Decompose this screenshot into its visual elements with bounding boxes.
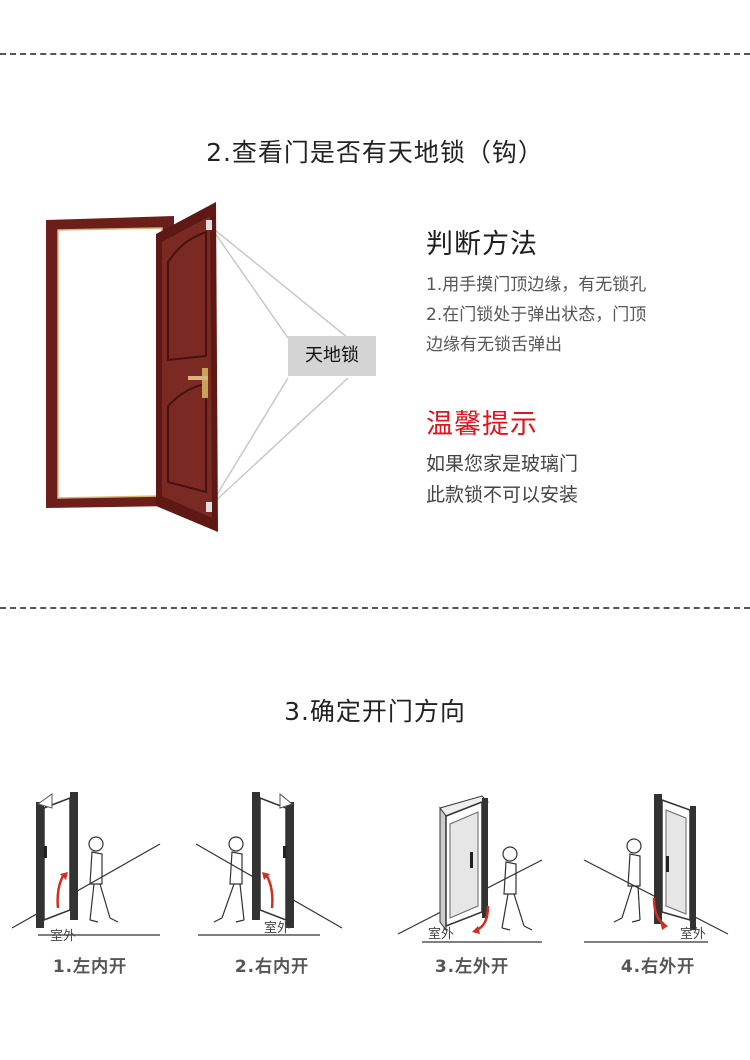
tip-text: 如果您家是玻璃门 此款锁不可以安装 (426, 449, 726, 511)
divider-top (0, 53, 750, 55)
outside-label: 室外 (50, 929, 77, 944)
door-illustration (46, 202, 349, 532)
door-handle-plate (202, 368, 208, 398)
method-line: 1.用手摸门顶边缘，有无锁孔 (426, 275, 647, 295)
outside-label: 室外 (264, 921, 291, 936)
door-direction-diagram (397, 795, 543, 943)
door-opening (57, 227, 163, 499)
door-leaf-face (162, 216, 212, 518)
section2-title: 2.查看门是否有天地锁（钩） (206, 138, 544, 167)
section3-title: 3.确定开门方向 (284, 697, 466, 726)
option-label: 1.左内开 (52, 957, 128, 977)
door-upper-panel (167, 230, 207, 362)
option-label: 4.右外开 (620, 957, 696, 977)
lock-label: 天地锁 (288, 336, 376, 376)
door-direction-diagram (583, 794, 729, 943)
door-direction-left-inward: 室外 1.左内开 (10, 780, 170, 980)
door-direction-diagram (11, 792, 161, 936)
method-text: 1.用手摸门顶边缘，有无锁孔 2.在门锁处于弹出状态，门顶 边缘有无锁舌弹出 (426, 270, 726, 360)
outside-label: 室外 (428, 927, 455, 942)
top-lock-marker (206, 220, 212, 230)
door-direction-diagram (195, 792, 343, 936)
method-line: 边缘有无锁舌弹出 (426, 335, 562, 355)
tip-line: 如果您家是玻璃门 (426, 453, 579, 475)
method-title: 判断方法 (426, 229, 538, 260)
lock-guide-lines (209, 225, 349, 507)
tip-line: 此款锁不可以安装 (426, 484, 579, 506)
door-direction-left-outward: 室外 3.左外开 (392, 780, 552, 980)
bottom-lock-marker (206, 502, 212, 512)
outside-label: 室外 (680, 927, 707, 942)
door-handle (188, 376, 208, 380)
method-line: 2.在门锁处于弹出状态，门顶 (426, 305, 647, 325)
tip-title: 温馨提示 (426, 409, 538, 440)
door-direction-right-inward: 室外 2.右内开 (192, 780, 352, 980)
door-direction-right-outward: 室外 4.右外开 (578, 780, 738, 980)
option-label: 3.左外开 (434, 957, 510, 977)
divider-middle (0, 607, 750, 609)
option-label: 2.右内开 (234, 957, 310, 977)
door-lower-panel (167, 382, 207, 494)
